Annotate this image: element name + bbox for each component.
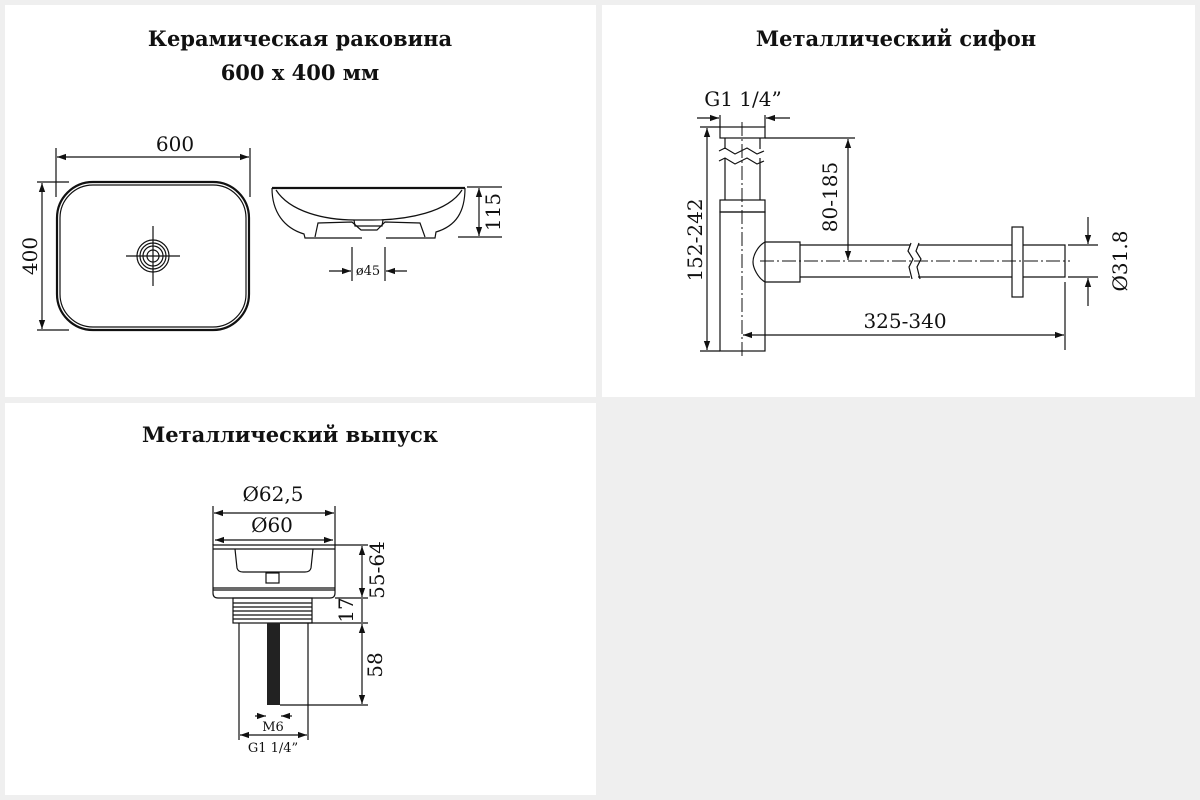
drain-thread-height-label: 17 [334, 597, 358, 622]
sink-width-label: 600 [156, 132, 194, 156]
siphon-thread-label: G1 1/4” [704, 87, 781, 111]
sink-top-view: 600 400 [18, 132, 251, 332]
sink-depth-label: 400 [18, 237, 42, 275]
sink-side-view: 115 ø45 [271, 186, 505, 281]
drain-inner-diameter-label: Ø60 [251, 513, 293, 537]
drain-drawing: Металлический выпуск Ø62,5 Ø60 55-64 17 … [142, 422, 438, 756]
siphon-length-label: 325-340 [863, 309, 946, 333]
drain-outer-diameter-label: Ø62,5 [243, 482, 304, 506]
siphon-title: Металлический сифон [756, 26, 1036, 51]
siphon-outlet-height-label: 80-185 [818, 162, 842, 232]
drain-rod [267, 623, 280, 705]
drain-tube-length-label: 58 [363, 652, 387, 677]
sink-drawing: Керамическая раковина 600 х 400 мм 600 4… [18, 26, 505, 332]
drain-title: Металлический выпуск [142, 422, 438, 447]
siphon-drawing: Металлический сифон G1 1/4” 152-242 80-1… [683, 26, 1132, 357]
sink-drain-diameter-label: ø45 [356, 264, 380, 279]
drain-rod-label: M6 [262, 720, 284, 735]
sink-height-label: 115 [481, 193, 505, 231]
sink-title-line1: Керамическая раковина [148, 26, 453, 51]
sink-title-line2: 600 х 400 мм [221, 60, 380, 85]
sink-panel [5, 5, 596, 397]
siphon-pipe-diameter-label: Ø31.8 [1108, 231, 1132, 292]
drain-thread-label: G1 1/4” [248, 741, 298, 756]
siphon-height-label: 152-242 [683, 198, 707, 281]
drain-adjust-label: 55-64 [365, 541, 389, 599]
drain-panel [5, 403, 596, 795]
siphon-panel [602, 5, 1195, 397]
drain-hole-icon [126, 226, 180, 286]
